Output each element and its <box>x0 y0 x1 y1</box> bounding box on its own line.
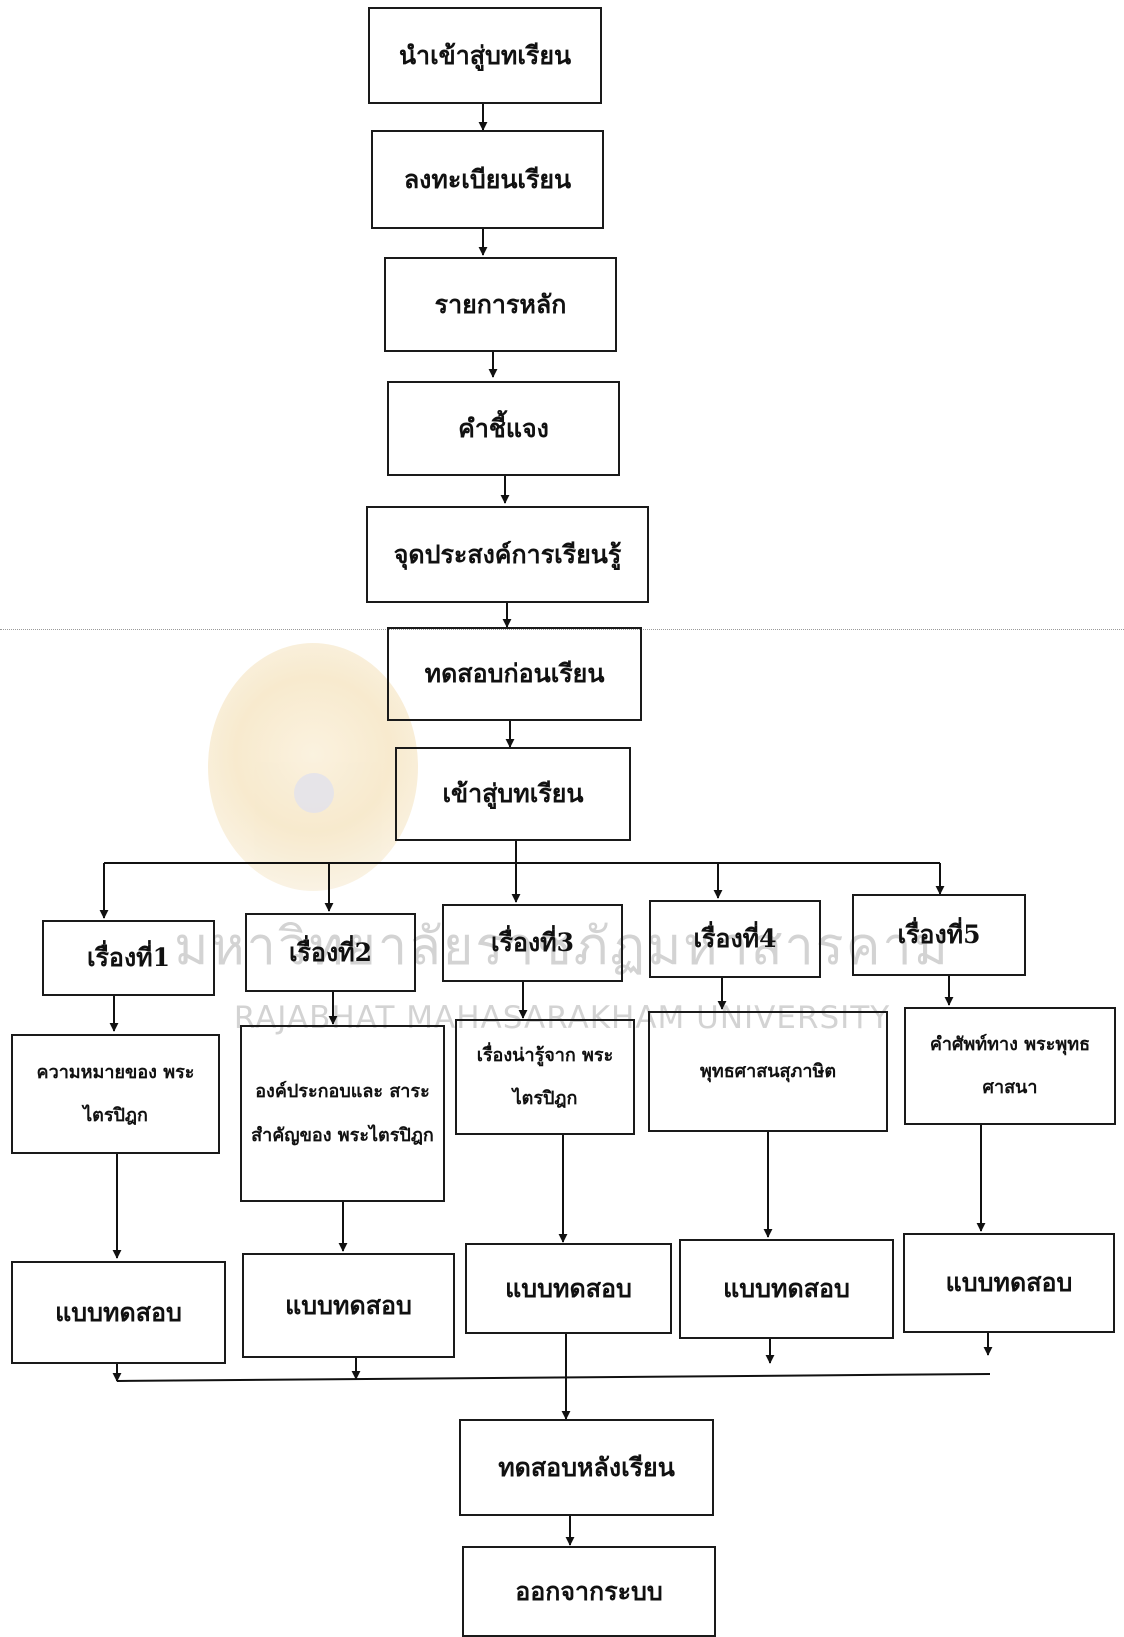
topic-3-test-box: แบบทดสอบ <box>465 1243 672 1334</box>
topic-4-box: เรื่องที่4 <box>649 900 821 978</box>
topic-5-content-box: คำศัพท์ทาง พระพุทธศาสนา <box>904 1007 1116 1125</box>
topic-3-content-box: เรื่องน่ารู้จาก พระไตรปิฎก <box>455 1019 635 1135</box>
register-box: ลงทะเบียนเรียน <box>371 130 604 229</box>
objectives-box: จุดประสงค์การเรียนรู้ <box>366 506 649 603</box>
lessons-box: เข้าสู่บทเรียน <box>395 747 631 841</box>
topic-4-test-box: แบบทดสอบ <box>679 1239 894 1339</box>
watermark-thai: มหาวิทยาลัยราชภัฏมหาสารคาม <box>174 917 950 977</box>
topic-3-box: เรื่องที่3 <box>442 904 623 982</box>
merge-bus <box>116 1373 991 1382</box>
topic-2-test-box: แบบทดสอบ <box>242 1253 455 1358</box>
topic-4-content-box: พุทธศาสนสุภาษิต <box>648 1011 888 1132</box>
topic-1-box: เรื่องที่1 <box>42 920 215 996</box>
instructions-box: คำชี้แจง <box>387 381 620 476</box>
university-seal-watermark <box>208 643 418 891</box>
watermark-english: RAJABHAT MAHASARAKHAM UNIVERSITY <box>233 1000 891 1036</box>
page-fold-line <box>0 629 1124 630</box>
intro-box: นำเข้าสู่บทเรียน <box>368 7 602 104</box>
topic-2-content-box: องค์ประกอบและ สาระสำคัญของ พระไตรปิฎก <box>240 1025 445 1202</box>
topic-5-box: เรื่องที่5 <box>852 894 1026 976</box>
topic-5-test-box: แบบทดสอบ <box>903 1233 1115 1333</box>
exit-box: ออกจากระบบ <box>462 1546 716 1637</box>
topic-1-test-box: แบบทดสอบ <box>11 1261 226 1364</box>
main-menu-box: รายการหลัก <box>384 257 617 352</box>
posttest-box: ทดสอบหลังเรียน <box>459 1419 714 1516</box>
topic-1-content-box: ความหมายของ พระไตรปิฎก <box>11 1034 220 1154</box>
topic-2-box: เรื่องที่2 <box>245 913 416 992</box>
pretest-box: ทดสอบก่อนเรียน <box>387 627 642 721</box>
